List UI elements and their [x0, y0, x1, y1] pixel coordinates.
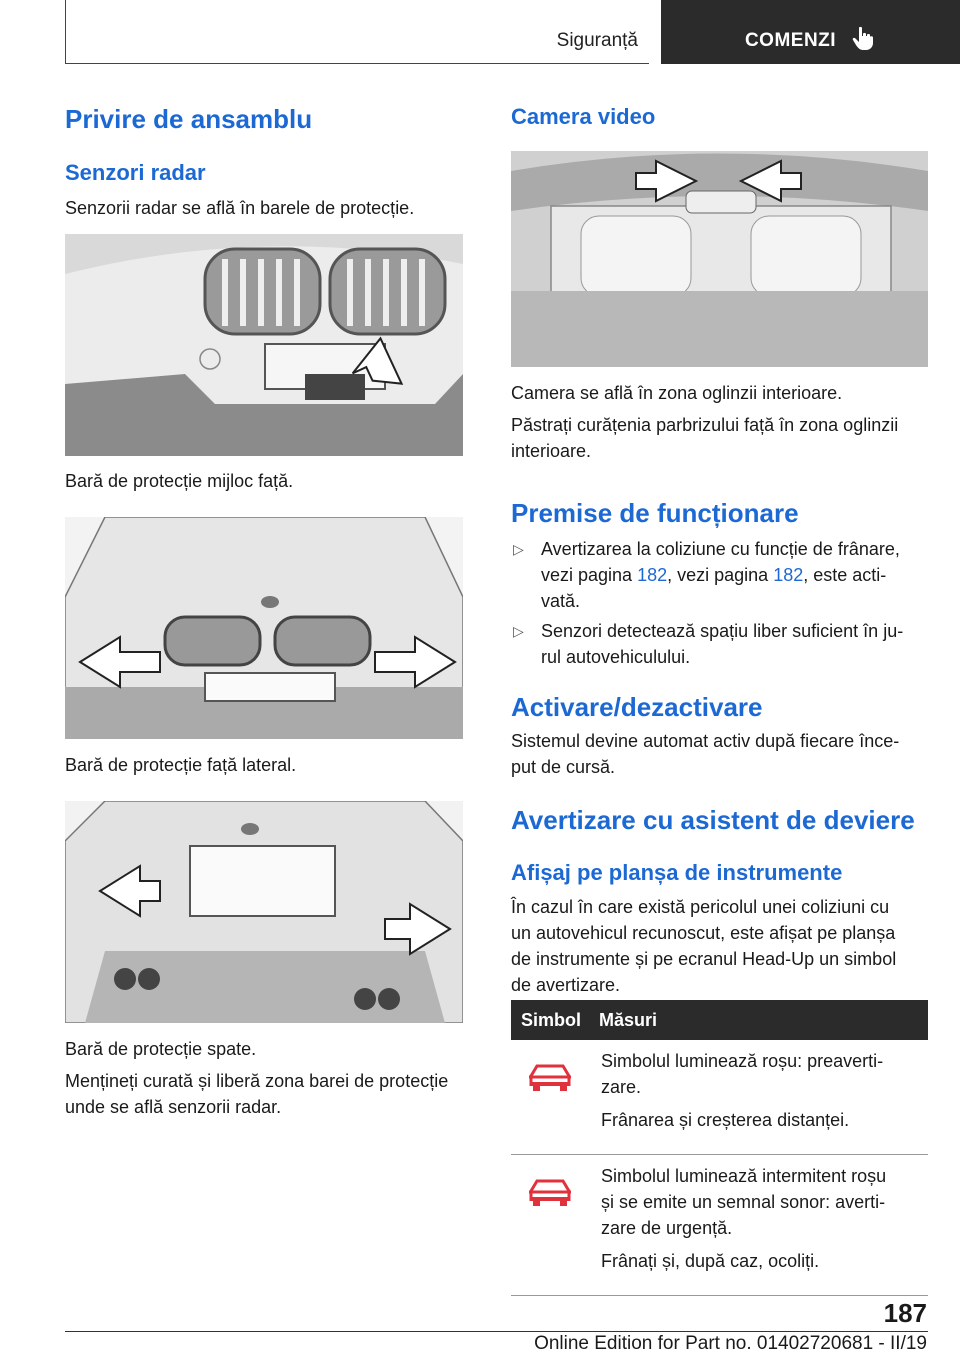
- rear-bumper-illustration: [65, 801, 463, 1023]
- page-title: Privire de ansamblu: [65, 104, 313, 134]
- footer-rule: [65, 1331, 928, 1332]
- section-title-radar: Senzori radar: [65, 160, 206, 185]
- display-line2: un autovehicul recunoscut, este afișat p…: [511, 923, 896, 943]
- radar-intro: Senzorii radar se află în barele de prot…: [65, 198, 415, 218]
- page-link[interactable]: 182: [637, 565, 668, 585]
- camera-clean-line2: interioare.: [511, 441, 592, 461]
- bullet2-line1: Senzori detectează spațiu liber suficien…: [541, 621, 904, 641]
- bullet1-line3: vată.: [541, 591, 581, 611]
- page-link[interactable]: 182: [773, 565, 804, 585]
- hand-pointer-icon: [850, 25, 876, 57]
- radar-note-line2: unde se află senzorii radar.: [65, 1097, 282, 1117]
- triangle-bullet-icon: ▷: [513, 541, 524, 557]
- col-header-measures: Măsuri: [589, 1000, 928, 1040]
- section-title-activation: Activare/dezactivare: [511, 692, 763, 722]
- front-middle-bumper-illustration: [65, 234, 463, 456]
- header-left-rule: [65, 0, 66, 64]
- display-line4: de avertizare.: [511, 975, 621, 995]
- list-item: ▷ Senzori detectează spațiu liber sufici…: [511, 618, 928, 670]
- red-car-warning-icon: [511, 1040, 589, 1155]
- section-title-camera: Camera video: [511, 104, 656, 129]
- bullet2-line2: rul autovehiculului.: [541, 647, 691, 667]
- radar-note-line1: Mențineți curată și liberă zona barei de…: [65, 1071, 449, 1091]
- bullet1-line2: vezi pagina 182, vezi pagina 182, este a…: [541, 565, 887, 585]
- header-section-title: Siguranță: [556, 30, 638, 51]
- camera-location: Camera se află în zona oglinzii interioa…: [511, 383, 843, 403]
- caption-front-lateral: Bară de protecție față lateral.: [65, 755, 297, 775]
- section-title-premise: Premise de funcționare: [511, 498, 799, 528]
- display-line3: de instrumente și pe ecranul Head-Up un …: [511, 949, 897, 969]
- symbol-table: Simbol Măsuri Simbolul luminează roșu: p…: [511, 1000, 928, 1296]
- triangle-bullet-icon: ▷: [513, 623, 524, 639]
- activation-line2: put de cursă.: [511, 757, 616, 777]
- section-title-display: Afișaj pe planșa de instrumente: [511, 860, 843, 885]
- list-item: ▷ Avertizarea la coliziune cu funcție de…: [511, 536, 928, 614]
- front-lateral-bumper-illustration: [65, 517, 463, 739]
- camera-clean-line1: Păstrați curățenia parbrizului față în z…: [511, 415, 899, 435]
- page-number: 187: [883, 1298, 927, 1328]
- footer-edition: Online Edition for Part no. 01402720681 …: [534, 1333, 927, 1354]
- section-title-warning: Avertizare cu asistent de deviere: [511, 805, 915, 835]
- table-row: Simbolul luminează roșu: preaverti-zare.…: [511, 1040, 928, 1155]
- camera-interior-illustration: [511, 151, 928, 367]
- tab-label: COMENZI: [744, 30, 837, 51]
- red-car-warning-icon: [511, 1154, 589, 1296]
- col-header-symbol: Simbol: [511, 1000, 589, 1040]
- caption-front-middle: Bară de protecție mijloc față.: [65, 471, 294, 491]
- bullet1-line1: Avertizarea la coliziune cu funcție de f…: [541, 539, 900, 559]
- header-bottom-rule: [65, 63, 649, 64]
- tab-comenzi[interactable]: COMENZI: [661, 0, 960, 64]
- caption-rear: Bară de protecție spate.: [65, 1039, 257, 1059]
- activation-line1: Sistemul devine automat activ după fieca…: [511, 731, 900, 751]
- display-line1: În cazul în care există pericolul unei c…: [511, 897, 890, 917]
